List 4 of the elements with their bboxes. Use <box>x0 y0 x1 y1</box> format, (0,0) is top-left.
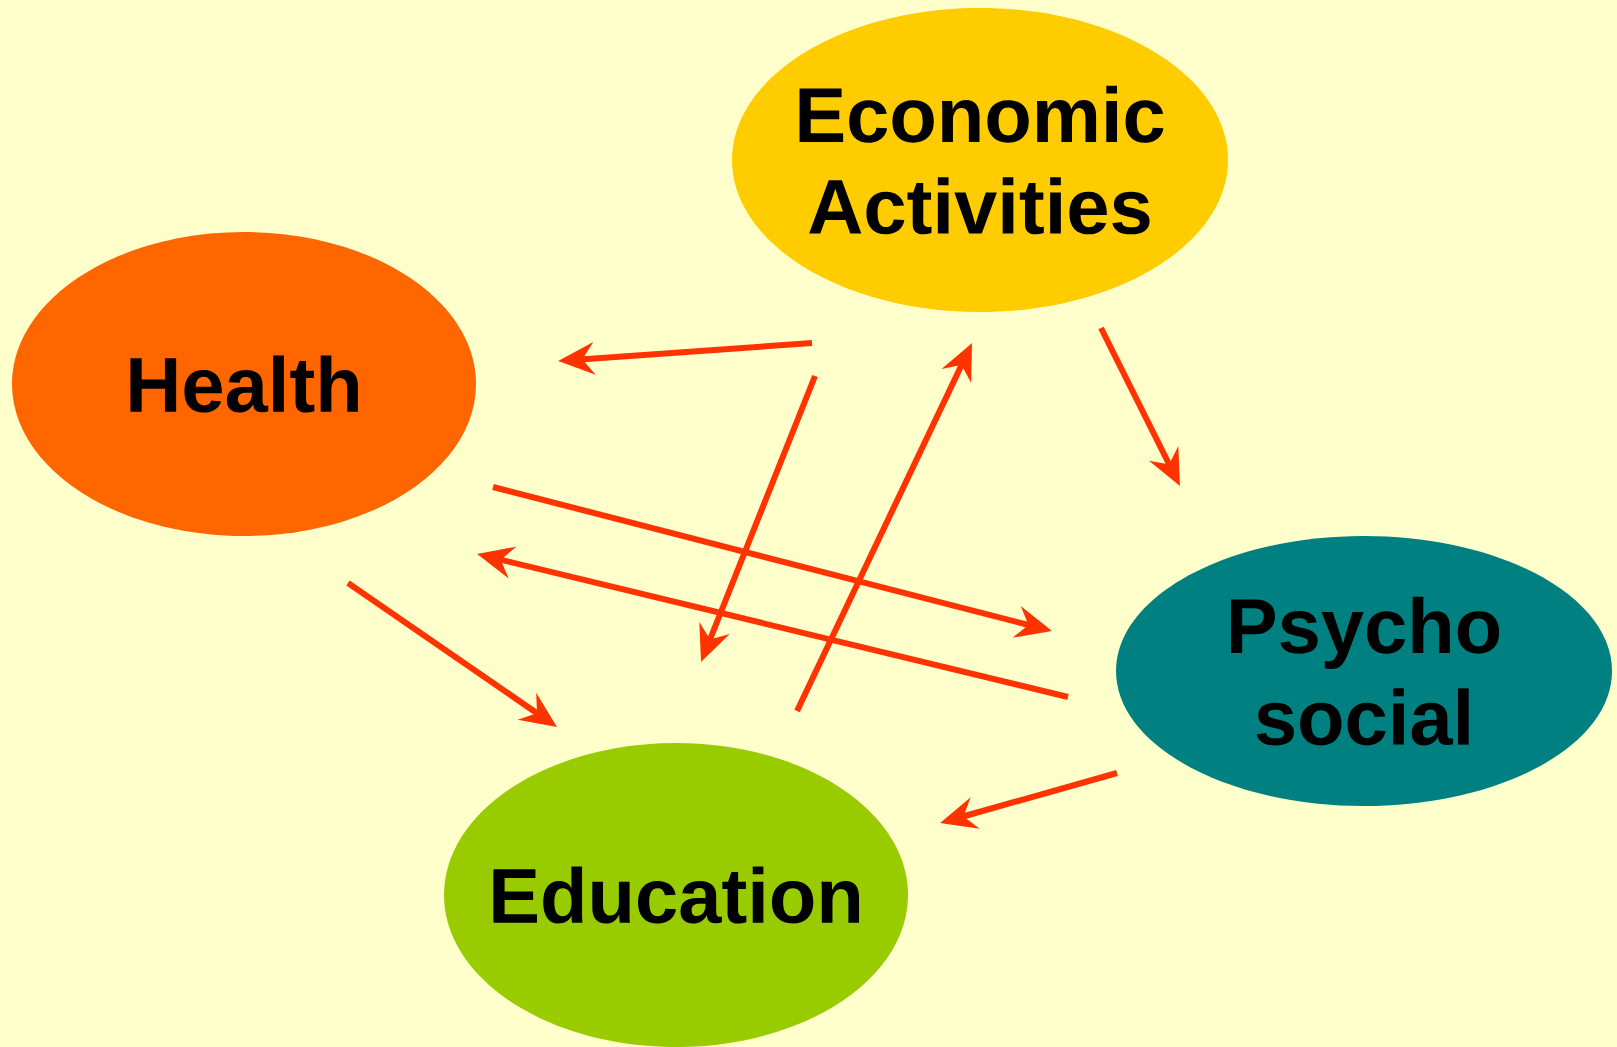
ellipse-node: Health <box>12 232 476 536</box>
ellipse-node: Education <box>444 743 908 1047</box>
ellipse-node: Economic Activities <box>732 8 1228 312</box>
ellipse-node: Psycho social <box>1116 536 1612 806</box>
